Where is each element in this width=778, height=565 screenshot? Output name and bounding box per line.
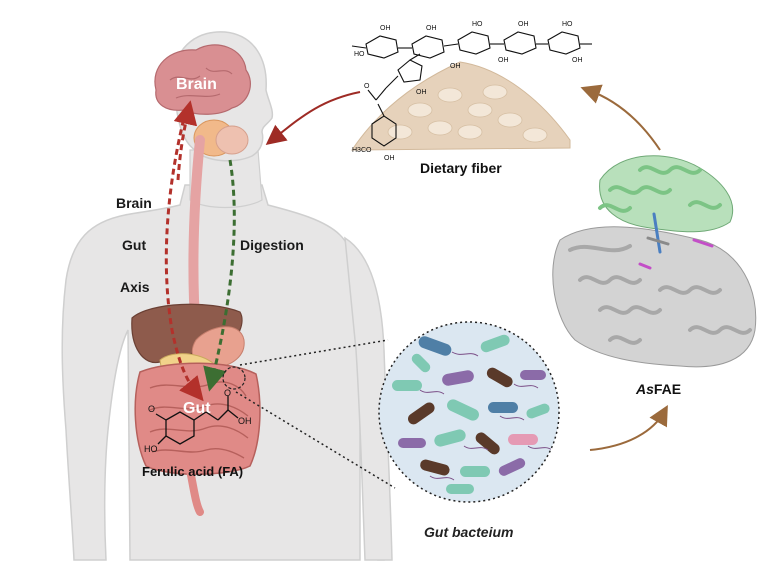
enzyme-label-prefix: As — [635, 381, 654, 397]
enzyme-label: AsFAE — [635, 381, 681, 397]
bacteria-cluster-icon — [378, 321, 560, 503]
protein-to-fiber-arrow — [580, 84, 661, 151]
bacteria-to-protein-arrow — [589, 405, 668, 451]
fiber-oh-2: OH — [380, 25, 391, 32]
axis-label-line3: Axis — [120, 279, 150, 295]
enzyme-label-suffix: FAE — [654, 381, 681, 397]
fiber-oh-10: OH — [416, 89, 427, 96]
ferulic-acid-label: Ferulic acid (FA) — [142, 464, 243, 479]
fa-oh-label: OH — [238, 416, 252, 426]
fiber-oh-11: OH — [384, 155, 395, 162]
fiber-h3co: H3CO — [352, 147, 372, 154]
zoom-line-bottom — [235, 391, 396, 489]
ferulic-acid-structure — [155, 396, 239, 445]
gut-brain-axis-arrow — [173, 100, 198, 181]
protein-structure-icon — [552, 155, 757, 368]
fiber-oh-5: OH — [518, 21, 529, 28]
fa-o-label: O — [224, 388, 231, 398]
axis-label-line1: Brain — [116, 195, 152, 211]
brain-gut-axis-arrow — [164, 109, 204, 402]
polysaccharide-structure — [351, 31, 592, 147]
fiber-oh-4: HO — [472, 21, 483, 28]
fiber-oh-7: OH — [450, 63, 461, 70]
fa-ome-label: O — [148, 404, 155, 414]
fiber-oh-3: OH — [426, 25, 437, 32]
fiber-oh-1: HO — [354, 51, 365, 58]
digestion-arrow — [203, 159, 236, 392]
fiber-oh-8: OH — [498, 57, 509, 64]
digestion-label: Digestion — [240, 237, 304, 253]
gut-label: Gut — [183, 400, 211, 417]
fiber-o-1: O — [364, 83, 370, 90]
gut-bacteria-label: Gut bacteium — [424, 524, 513, 540]
axis-label-line2: Gut — [122, 237, 146, 253]
fiber-oh-9: OH — [572, 57, 583, 64]
fa-ho-label: HO — [144, 444, 158, 454]
fiber-pile-icon — [351, 61, 571, 151]
dietary-fiber-label: Dietary fiber — [420, 160, 502, 176]
fiber-oh-6: HO — [562, 21, 573, 28]
zoom-line-top — [239, 339, 389, 366]
fiber-to-mouth-arrow — [265, 91, 361, 145]
brain-label: Brain — [176, 76, 217, 93]
